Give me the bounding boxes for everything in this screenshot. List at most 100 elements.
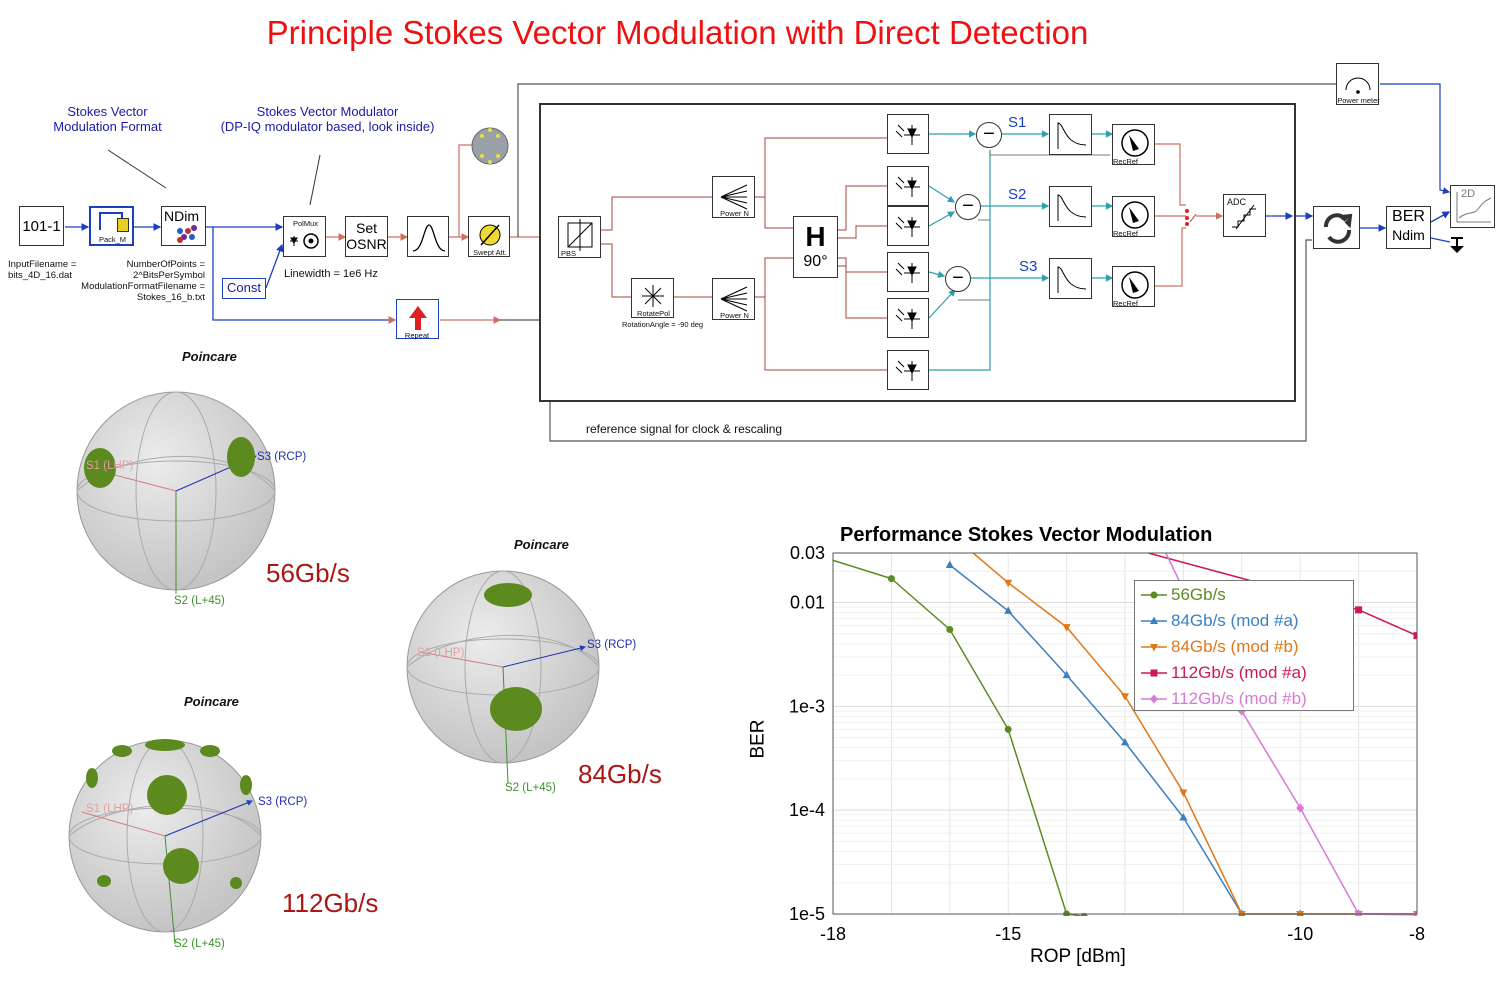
gauge-icon bbox=[1345, 77, 1371, 94]
modulator-icon bbox=[290, 233, 319, 249]
const-block[interactable]: Const bbox=[222, 278, 266, 299]
legend-swatch-marker bbox=[1150, 616, 1158, 624]
axis-s3-56: S3 (RCP) bbox=[257, 451, 307, 463]
page-title: Principle Stokes Vector Modulation with … bbox=[266, 14, 1089, 51]
ndim-params: NumberOfPoints = 2^BitsPerSymbol Modulat… bbox=[60, 259, 205, 303]
recref-block-1[interactable]: RecRef bbox=[1112, 124, 1155, 166]
axis-s3-112: S3 (RCP) bbox=[258, 796, 308, 808]
swept-att-block[interactable]: Swept Att. bbox=[468, 216, 510, 257]
photodiode-icon bbox=[895, 262, 920, 283]
bit-source-block[interactable]: 101-1 bbox=[19, 206, 64, 246]
legend-swatch bbox=[1141, 644, 1167, 652]
ndim-block[interactable]: NDim bbox=[161, 206, 206, 246]
recref-icon bbox=[1121, 129, 1149, 157]
clock-recovery-block[interactable] bbox=[1313, 206, 1360, 249]
scope-2d-block[interactable]: 2D bbox=[1450, 185, 1495, 228]
pbs-label: PBS bbox=[561, 249, 577, 258]
attenuator-icon bbox=[479, 224, 501, 246]
legend-label: 84Gb/s (mod #a) bbox=[1171, 611, 1299, 630]
adc-staircase-icon bbox=[1232, 204, 1256, 230]
up-arrow-icon bbox=[409, 306, 427, 330]
legend-item-2: 84Gb/s (mod #a) bbox=[1141, 609, 1299, 633]
adc-block[interactable]: ADC bbox=[1223, 194, 1266, 237]
rate-label-56: 56Gb/s bbox=[266, 558, 350, 588]
photodiode-icon bbox=[895, 360, 920, 381]
poincare-title-84: Poincare bbox=[514, 537, 569, 552]
ber-label: BER bbox=[1392, 208, 1425, 225]
rotatepol-label: RotatePol bbox=[637, 309, 670, 318]
polmux-label: PolMux bbox=[292, 219, 318, 228]
legend-label: 84Gb/s (mod #b) bbox=[1171, 637, 1299, 656]
pbs-icon bbox=[567, 219, 593, 251]
set-osnr-block[interactable]: Set OSNR bbox=[345, 216, 388, 257]
ndim-param-line2: 2^BitsPerSymbol bbox=[132, 270, 205, 281]
photodiode-4[interactable] bbox=[887, 252, 929, 292]
subtractor-3[interactable]: − bbox=[945, 266, 971, 292]
power-meter-label: Power meter bbox=[1337, 96, 1380, 105]
polmux-block[interactable]: PolMux bbox=[283, 216, 326, 257]
rotatepol-block[interactable]: RotatePol bbox=[631, 278, 674, 318]
mux-icon bbox=[1184, 208, 1197, 226]
power-n-label-2: Power N bbox=[720, 311, 749, 320]
legend-label: 56Gb/s bbox=[1171, 585, 1226, 604]
power-meter-block[interactable]: Power meter bbox=[1336, 63, 1380, 105]
pack-label: Pack_M bbox=[98, 235, 127, 244]
legend-swatch-marker bbox=[1150, 694, 1158, 704]
power-n-block-1[interactable]: Power N bbox=[712, 176, 755, 218]
input-params: InputFilename = bits_4D_16.dat bbox=[8, 259, 76, 281]
recref-block-2[interactable]: RecRef bbox=[1112, 196, 1155, 238]
axis-s2-56: S2 (L+45) bbox=[174, 595, 225, 607]
ber-ndim-block[interactable]: BER Ndim bbox=[1386, 206, 1431, 249]
axis-s3-84: S3 (RCP) bbox=[587, 639, 637, 651]
lowpass-filter-2[interactable] bbox=[1049, 186, 1092, 227]
photodiode-1[interactable] bbox=[887, 114, 929, 154]
hybrid-90-block[interactable]: H 90° bbox=[793, 216, 838, 278]
pack-cell-icon bbox=[117, 218, 129, 232]
axis-s1-56: S1 (LHP) bbox=[86, 460, 134, 472]
pbs-block[interactable]: PBS bbox=[558, 216, 601, 258]
constellation-icon bbox=[177, 225, 197, 243]
photodiode-2[interactable] bbox=[887, 166, 929, 206]
axis-s2-84: S2 (L+45) bbox=[505, 782, 556, 794]
subtractor-1[interactable]: − bbox=[976, 122, 1002, 148]
swept-label: Swept Att. bbox=[473, 248, 507, 257]
photodiode-3[interactable] bbox=[887, 206, 929, 246]
set-label: Set bbox=[355, 220, 377, 236]
legend-item-3: 84Gb/s (mod #b) bbox=[1141, 635, 1299, 659]
lowpass-filter-3[interactable] bbox=[1049, 258, 1092, 299]
ber-sub-label: Ndim bbox=[1392, 227, 1425, 243]
optical-filter-block[interactable] bbox=[407, 216, 449, 257]
recref-icon bbox=[1121, 201, 1149, 229]
photodiode-icon bbox=[895, 308, 920, 329]
subtractor-2[interactable]: − bbox=[955, 194, 981, 220]
recref-icon bbox=[1121, 271, 1149, 299]
pack-m-block[interactable]: Pack_M bbox=[89, 206, 134, 246]
rotation-label: RotationAngle = -90 deg bbox=[622, 320, 704, 329]
photodiode-5[interactable] bbox=[887, 298, 929, 338]
splitter-icon bbox=[720, 184, 748, 210]
axis-s1-84: S1 (LHP) bbox=[417, 647, 465, 659]
rotation-icon bbox=[642, 285, 664, 307]
legend-swatch bbox=[1141, 669, 1167, 677]
power-n-block-2[interactable]: Power N bbox=[712, 278, 755, 320]
legend-swatch bbox=[1141, 616, 1167, 624]
chart-ylabel: BER bbox=[747, 719, 769, 759]
lowpass-icon bbox=[1057, 194, 1087, 221]
ndim-param-line4: Stokes_16_b.txt bbox=[136, 292, 205, 303]
photodiode-6[interactable] bbox=[887, 350, 929, 390]
legend-swatch-marker bbox=[1150, 669, 1158, 677]
repeat-block[interactable]: Repeat bbox=[396, 299, 439, 340]
gaussian-filter-icon bbox=[412, 224, 446, 252]
format-label-line2: Modulation Format bbox=[53, 119, 162, 134]
recref-block-3[interactable]: RecRef bbox=[1112, 266, 1155, 308]
ndim-param-line1: NumberOfPoints = bbox=[126, 259, 205, 270]
lowpass-icon bbox=[1057, 266, 1087, 293]
reference-signal-label: reference signal for clock & rescaling bbox=[586, 422, 783, 436]
lowpass-filter-1[interactable] bbox=[1049, 114, 1092, 155]
hybrid-deg-label: 90° bbox=[803, 253, 828, 270]
chart-title: Performance Stokes Vector Modulation bbox=[840, 524, 1213, 546]
format-label: Stokes Vector Modulation Format bbox=[40, 104, 175, 134]
refresh-icon bbox=[1324, 213, 1353, 244]
s2-label: S2 bbox=[1008, 186, 1027, 203]
